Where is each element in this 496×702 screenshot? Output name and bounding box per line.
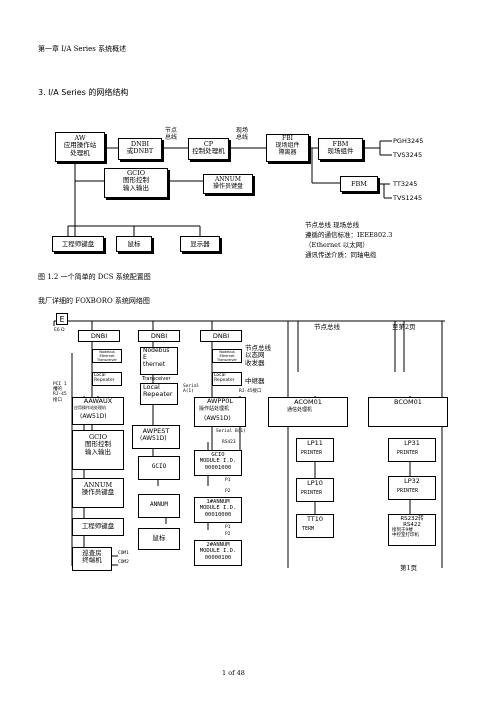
local-repeater-1: Local Repeater	[92, 372, 122, 386]
annum-module-1: 1#ANNUM MODULE I.D. 00010000	[194, 497, 242, 523]
aawaux-code: (AW51D)	[80, 413, 107, 420]
rs423-label: RS423	[222, 440, 236, 445]
gcio-box: GCIO 图形控制 输入输出	[104, 168, 168, 198]
com1-label: COM1	[118, 551, 129, 556]
gcio-module-box: GCIO MODULE I.D. 00001000	[194, 450, 242, 476]
dnbi-box: DNBI 或DNBT	[118, 138, 162, 160]
e-sub-label: E6 D	[54, 328, 65, 333]
lp11-subtitle: PRINTER	[301, 450, 323, 456]
serial-b-label: Serial B(1)	[216, 429, 246, 434]
terminal-box: 巡查房 终端机	[72, 547, 112, 571]
node-bus-label-2: 节点总线	[314, 323, 340, 331]
engineer-keyboard-box-2: 工程师键盘	[72, 518, 124, 536]
fbm-box-2: FBM	[340, 176, 378, 192]
lp31-box: LP31	[388, 438, 436, 462]
aawaux-box: AAWAUX	[72, 397, 124, 425]
lp10-box: LP10	[296, 478, 334, 502]
annum-module-2: 2#ANNUM MODULE I.D. 00000100	[194, 540, 242, 566]
awpest-code: (AW51D)	[140, 435, 167, 442]
mouse-box: 鼠标	[116, 236, 152, 252]
acom01-subtitle: 通信处理机	[287, 407, 313, 413]
gcio-box-mid: GCIO	[138, 456, 180, 480]
ethernet-transceiver-3: Nodebus Ethernet Transceiver	[212, 349, 242, 363]
awppol-subtitle: 操作站处理机	[199, 406, 230, 412]
rs232-subtitle: 接到于9楼 中控室打印机	[392, 528, 419, 539]
dnbi-box-3: DNBI	[200, 330, 242, 342]
local-repeater-2: Local Repeater	[140, 383, 178, 405]
engineer-keyboard-box: 工程师键盘	[52, 236, 104, 252]
annum-box: ANNUM 操作员键盘	[203, 174, 253, 194]
lp11-box: LP11	[296, 438, 334, 462]
tt10-box: TT10	[296, 514, 334, 538]
note-line-4: 通讯传送介质：同轴电缆	[305, 251, 377, 259]
e-box: E	[56, 313, 68, 325]
section-title: 3. I/A Series 的网络结构	[38, 88, 129, 97]
ethernet-transceiver-1: Nodebus Ethernet Transceiver	[92, 349, 122, 363]
lp10-subtitle: PRINTER	[301, 490, 323, 496]
local-repeater-3: Local Repeater	[212, 372, 242, 386]
annum-box-left: ANNUM 操作员键盘	[72, 478, 124, 508]
tt-label: TT3245	[393, 180, 418, 188]
acom01-box: ACOM01	[268, 397, 348, 427]
gcio-box-left: GCIO 图形控制 输入输出	[72, 430, 124, 470]
note-line-3: （Ethernet 以太网）	[305, 241, 369, 249]
fbm-box-1: FBM 现场组件	[318, 138, 363, 160]
awppol-box: AWPP0L	[194, 397, 246, 427]
lp32-box: LP32	[388, 476, 436, 500]
awpest-box: AWPEST	[132, 425, 180, 449]
tvs-label-2: TVS1245	[393, 194, 423, 202]
p1-label-a: P1	[225, 478, 231, 483]
fbi-box: FBI 现场组件 隔离器	[266, 134, 309, 162]
figure-caption-1: 图 1.2 一个简单的 DCS 系统配置图	[38, 273, 151, 281]
to-page-2-label: 至第2页	[392, 323, 416, 331]
annum-box-mid: ANNUM	[138, 494, 180, 518]
relay-label: 中继器	[245, 377, 265, 385]
lp32-subtitle: PRINTER	[397, 488, 419, 494]
awppol-code: (AW51D)	[204, 415, 231, 422]
p2-label-b: P2	[225, 532, 231, 537]
serial-a-label: Serial A(1)	[183, 384, 200, 395]
side-bus-label: 节点总线 以态网 收发器	[245, 344, 271, 367]
dnbi-box-2: DNBI	[138, 330, 180, 342]
page-1-label: 第1页	[400, 564, 418, 572]
monitor-box: 显示器	[180, 236, 220, 252]
transceiver-label: Transceiver	[142, 376, 171, 382]
tt10-subtitle: TERM	[302, 526, 315, 532]
p2-label-a: P2	[225, 489, 231, 494]
note-line-1: 节点总线 现场总线	[305, 221, 360, 229]
field-bus-label: 现场 总线	[236, 127, 249, 141]
com2-label: COM2	[118, 560, 129, 565]
bcom01-box: BCOM01	[368, 397, 448, 427]
rs232-box: RS232转 RS422	[388, 514, 436, 546]
aawaux-subtitle: 应用操作站处理机	[74, 405, 106, 410]
node-bus-label: 节点 总线	[165, 127, 178, 141]
figure-caption-2: 我厂详细的 FOXBORO 系统网络图	[38, 297, 150, 305]
lp31-subtitle: PRINTER	[397, 450, 419, 456]
dnbi-box-1: DNBI	[78, 330, 120, 342]
rj45-label: RJ-45接口	[239, 389, 262, 394]
pci-label: PCI 1 槽的 RJ-45 接口	[53, 382, 67, 403]
pgh-label: PGH3245	[393, 137, 424, 145]
aw-box: AW 应用操作站 处理机	[55, 132, 105, 162]
nodebus-ethernet-box: Nodebus E thernet	[140, 347, 178, 375]
p1-label-b: P1	[225, 525, 231, 530]
tvs-label-1: TVS3245	[393, 151, 423, 159]
mouse-box-2: 鼠标	[138, 528, 180, 550]
cp-box: CP 控制处理机	[188, 138, 229, 160]
note-line-2: 遵循的通信标准：IEEE802.3	[305, 231, 393, 239]
chapter-header: 第一章 I/A Series 系统概述	[38, 45, 127, 53]
page-footer: 1 of 48	[222, 669, 245, 677]
